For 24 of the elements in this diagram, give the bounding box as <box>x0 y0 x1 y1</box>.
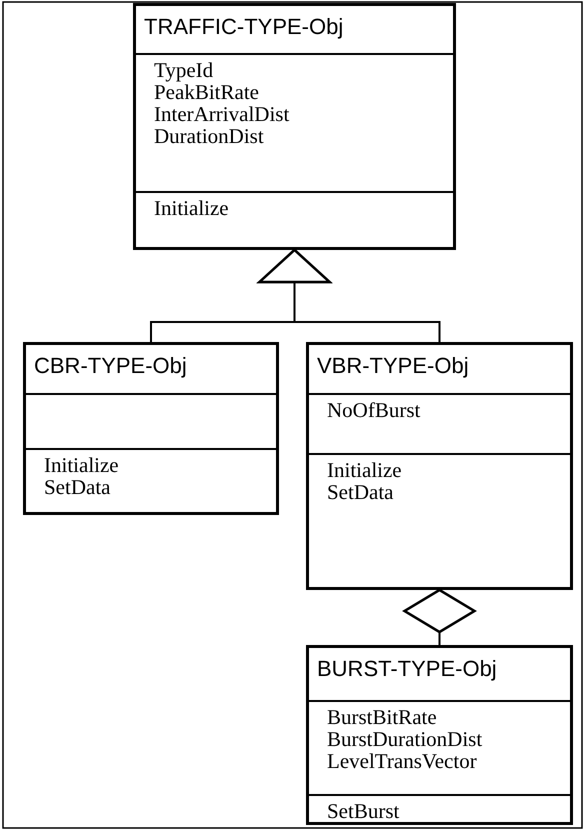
aggregation-connector <box>403 588 476 645</box>
method-text: SetBurst <box>327 800 400 822</box>
class-box <box>306 342 573 590</box>
method-text: Initialize <box>327 459 402 481</box>
method-text: Initialize <box>154 197 229 219</box>
attribute-text: LevelTransVector <box>327 750 477 772</box>
attribute-text: BurstDurationDist <box>327 728 482 750</box>
attribute-text: NoOfBurst <box>327 399 420 421</box>
method-text: SetData <box>44 476 110 498</box>
class-name: CBR-TYPE-Obj <box>34 353 187 379</box>
class-name: BURST-TYPE-Obj <box>317 656 497 682</box>
class-name: VBR-TYPE-Obj <box>317 353 469 379</box>
class-box <box>23 342 279 515</box>
class-box <box>306 645 573 825</box>
attribute-text: BurstBitRate <box>327 706 437 728</box>
attribute-text: TypeId <box>154 59 214 81</box>
attribute-text: DurationDist <box>154 125 264 147</box>
inheritance-arrow <box>258 248 440 342</box>
method-text: SetData <box>327 481 394 503</box>
attribute-text: PeakBitRate <box>154 81 259 103</box>
method-text: Initialize <box>44 454 119 476</box>
class-name: TRAFFIC-TYPE-Obj <box>144 14 344 40</box>
attribute-text: InterArrivalDist <box>154 103 290 125</box>
class-box <box>133 3 456 250</box>
